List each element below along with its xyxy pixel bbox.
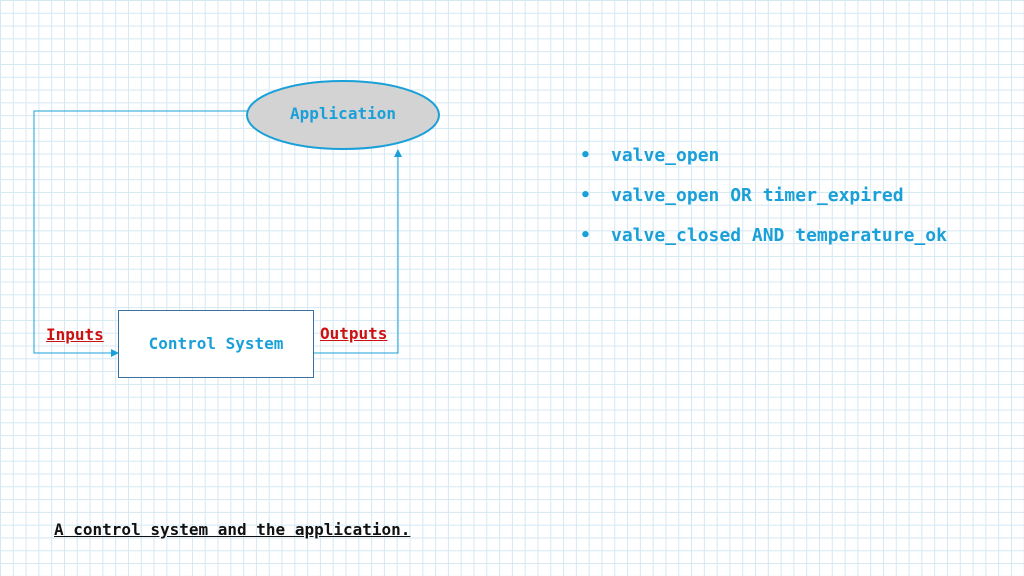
- outputs-label: Outputs: [320, 324, 388, 343]
- bullet-icon: •: [580, 145, 591, 166]
- condition-item: • valve_closed AND temperature_ok: [580, 225, 947, 265]
- application-label: Application: [290, 104, 396, 123]
- condition-item: • valve_open: [580, 145, 947, 185]
- condition-text: valve_closed AND temperature_ok: [611, 225, 947, 246]
- output-connector: [314, 149, 402, 354]
- bullet-icon: •: [580, 225, 591, 246]
- control-system-box: [118, 310, 314, 378]
- condition-text: valve_open OR timer_expired: [611, 185, 904, 206]
- condition-list: • valve_open • valve_open OR timer_expired…: [580, 145, 947, 265]
- figure-caption: A control system and the application.: [54, 520, 411, 539]
- application-ellipse: [246, 80, 440, 150]
- condition-item: • valve_open OR timer_expired: [580, 185, 947, 225]
- control-system-label: Control System: [148, 334, 284, 353]
- condition-text: valve_open: [611, 145, 720, 166]
- bullet-icon: •: [580, 185, 591, 206]
- inputs-label: Inputs: [46, 325, 104, 344]
- feedback-connector: [33, 110, 248, 357]
